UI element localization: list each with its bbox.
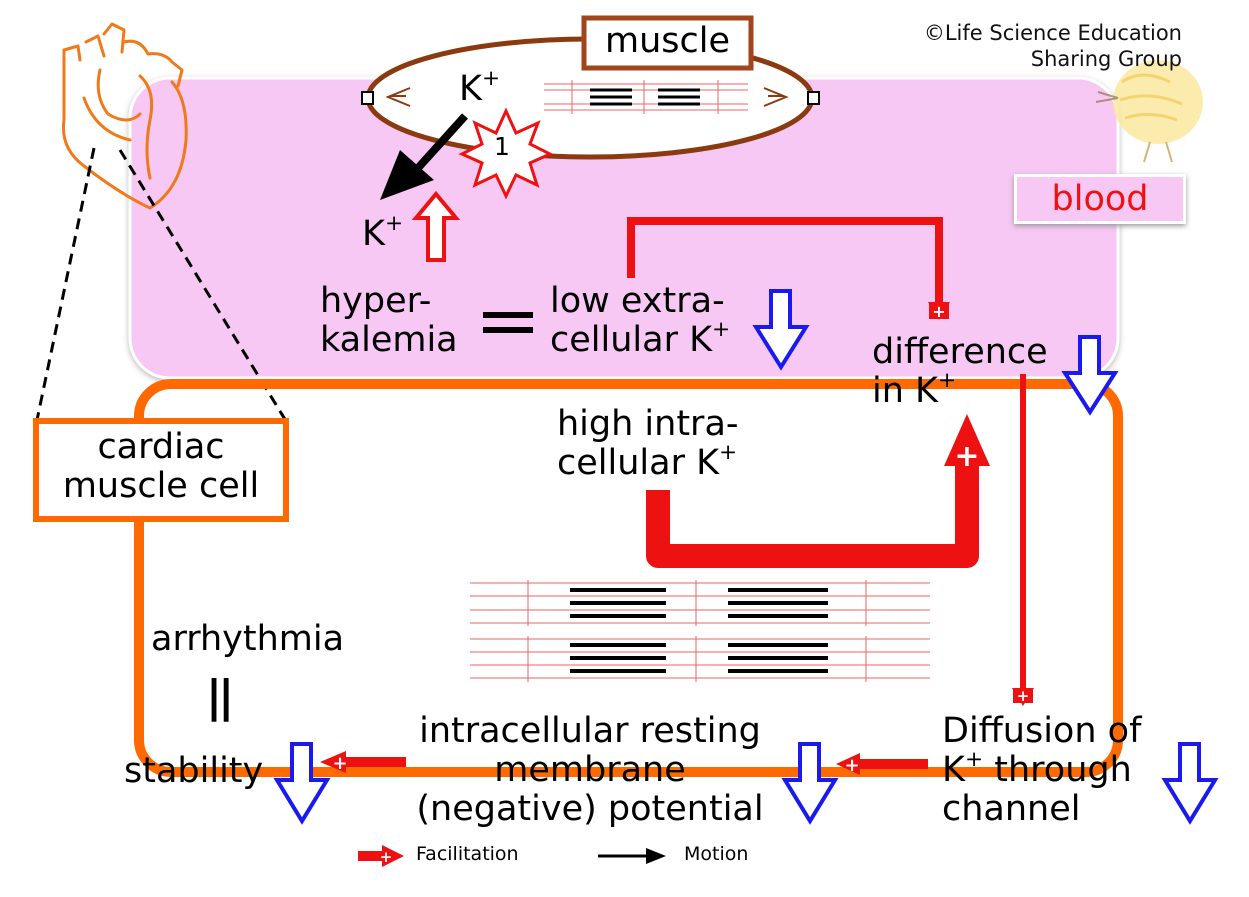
facilitation-arrow-diffusion: + xyxy=(836,753,928,776)
cardiac-cell-label: cardiac muscle cell xyxy=(39,427,283,507)
decrease-arrows xyxy=(273,289,1219,825)
muscle-label-box xyxy=(581,15,754,71)
blood-potassium-symbol: K xyxy=(362,214,385,254)
high-intracellular-line-1: high intra- xyxy=(557,404,739,444)
resting-potential-line-1: intracellular resting xyxy=(419,711,761,751)
muscle-label: muscle xyxy=(604,21,730,61)
resting-potential-line-2: membrane xyxy=(494,750,686,791)
high-intracellular-line-2-text: cellular K xyxy=(557,443,720,484)
svg-text:+: + xyxy=(332,753,347,774)
facilitation-path-difference: + xyxy=(1012,374,1034,706)
hyperkalemia-line-2: kalemia xyxy=(320,320,458,361)
blood-potassium-charge: + xyxy=(384,210,404,236)
low-extracellular-decrease-arrow xyxy=(752,289,810,371)
svg-text:+: + xyxy=(844,755,859,776)
resting-potential-line-3: (negative) potential xyxy=(416,789,764,830)
step-number: 1 xyxy=(494,132,510,161)
svg-text:+: + xyxy=(932,302,945,321)
zoom-line-left xyxy=(35,147,96,421)
muscle-potassium-symbol: K xyxy=(459,69,482,109)
potassium-release-arrow xyxy=(380,113,468,200)
cardiac-sarcomere xyxy=(470,580,930,682)
resting-potential-label: intracellular resting membrane (negative… xyxy=(390,711,790,830)
copyright-line-2: Sharing Group xyxy=(1030,47,1182,72)
relation-symbol: || xyxy=(206,671,234,722)
difference-line-1: difference xyxy=(872,332,1048,372)
diffusion-line-1: Diffusion of xyxy=(942,711,1142,751)
low-extracellular-line-2-text: cellular K xyxy=(550,320,713,361)
legend-motion-icon xyxy=(598,848,666,864)
cardiac-cell-boundary xyxy=(134,379,1123,777)
high-intracellular-charge: + xyxy=(719,440,738,465)
hyperkalemia-label: hyper- kalemia xyxy=(320,281,458,361)
diffusion-line-2: K+ through xyxy=(942,749,1141,791)
cardiac-cell-line-1: cardiac xyxy=(97,427,225,467)
difference-line-2-text: in K xyxy=(872,371,938,412)
low-extracellular-line-1: low extra- xyxy=(550,281,725,321)
hyperkalemia-line-1: hyper- xyxy=(320,281,432,321)
low-extracellular-line-2: cellular K+ xyxy=(550,319,730,361)
copyright-line-1: ©Life Science Education xyxy=(923,21,1182,45)
low-extracellular-charge: + xyxy=(712,317,731,342)
stability-label: stability xyxy=(124,751,264,791)
facilitation-arrow-potential: + xyxy=(320,751,406,774)
equals-sign xyxy=(483,312,533,333)
blood-potassium-label: K+ xyxy=(362,212,403,254)
cardiac-cell-line-2: muscle cell xyxy=(62,466,260,507)
low-extracellular-label: low extra- cellular K+ xyxy=(550,281,730,361)
difference-label: difference in K+ xyxy=(872,332,1048,412)
arrhythmia-label: arrhythmia xyxy=(151,619,345,659)
difference-line-2: in K+ xyxy=(872,370,1048,412)
difference-charge: + xyxy=(937,368,957,393)
cardiac-cell-label-box xyxy=(33,418,289,522)
difference-decrease-arrow xyxy=(1061,335,1119,416)
diffusion-charge: + xyxy=(964,747,984,772)
diffusion-label: Diffusion of K+ through channel xyxy=(942,711,1142,830)
stability-decrease-arrow xyxy=(273,742,331,825)
diffusion-through-text: through xyxy=(983,750,1132,791)
high-intracellular-label: high intra- cellular K+ xyxy=(557,404,739,484)
muscle-end-left xyxy=(361,91,374,105)
blood-label: blood xyxy=(1014,174,1186,224)
facilitation-path-extracellular: + xyxy=(627,217,950,321)
legend-facilitation-icon: + xyxy=(358,845,404,867)
legend-facilitation-label: Facilitation xyxy=(416,843,519,865)
copyright-notice: ©Life Science Education Sharing Group xyxy=(880,20,1182,73)
svg-text:+: + xyxy=(380,848,393,866)
diffusion-line-3: channel xyxy=(942,789,1081,830)
legend-motion-label: Motion xyxy=(684,843,749,865)
resting-potential-decrease-arrow xyxy=(781,742,839,825)
diffusion-decrease-arrow xyxy=(1161,742,1219,825)
muscle-sarcomere xyxy=(544,80,748,114)
heart-icon xyxy=(61,22,188,210)
muscle-tendon-marks xyxy=(385,87,789,107)
muscle-potassium-label: K+ xyxy=(459,67,500,109)
svg-text:+: + xyxy=(954,439,979,474)
potassium-increase-arrow xyxy=(411,190,461,262)
step-star-icon xyxy=(458,107,554,200)
svg-text:+: + xyxy=(1017,687,1030,705)
muscle-potassium-charge: + xyxy=(481,65,501,91)
muscle-end-right xyxy=(807,91,820,105)
chick-watermark-icon xyxy=(1095,60,1203,163)
high-intracellular-line-2: cellular K+ xyxy=(557,442,739,484)
diffusion-potassium-symbol: K xyxy=(942,750,965,791)
facilitation-path-intracellular: + xyxy=(646,414,990,568)
